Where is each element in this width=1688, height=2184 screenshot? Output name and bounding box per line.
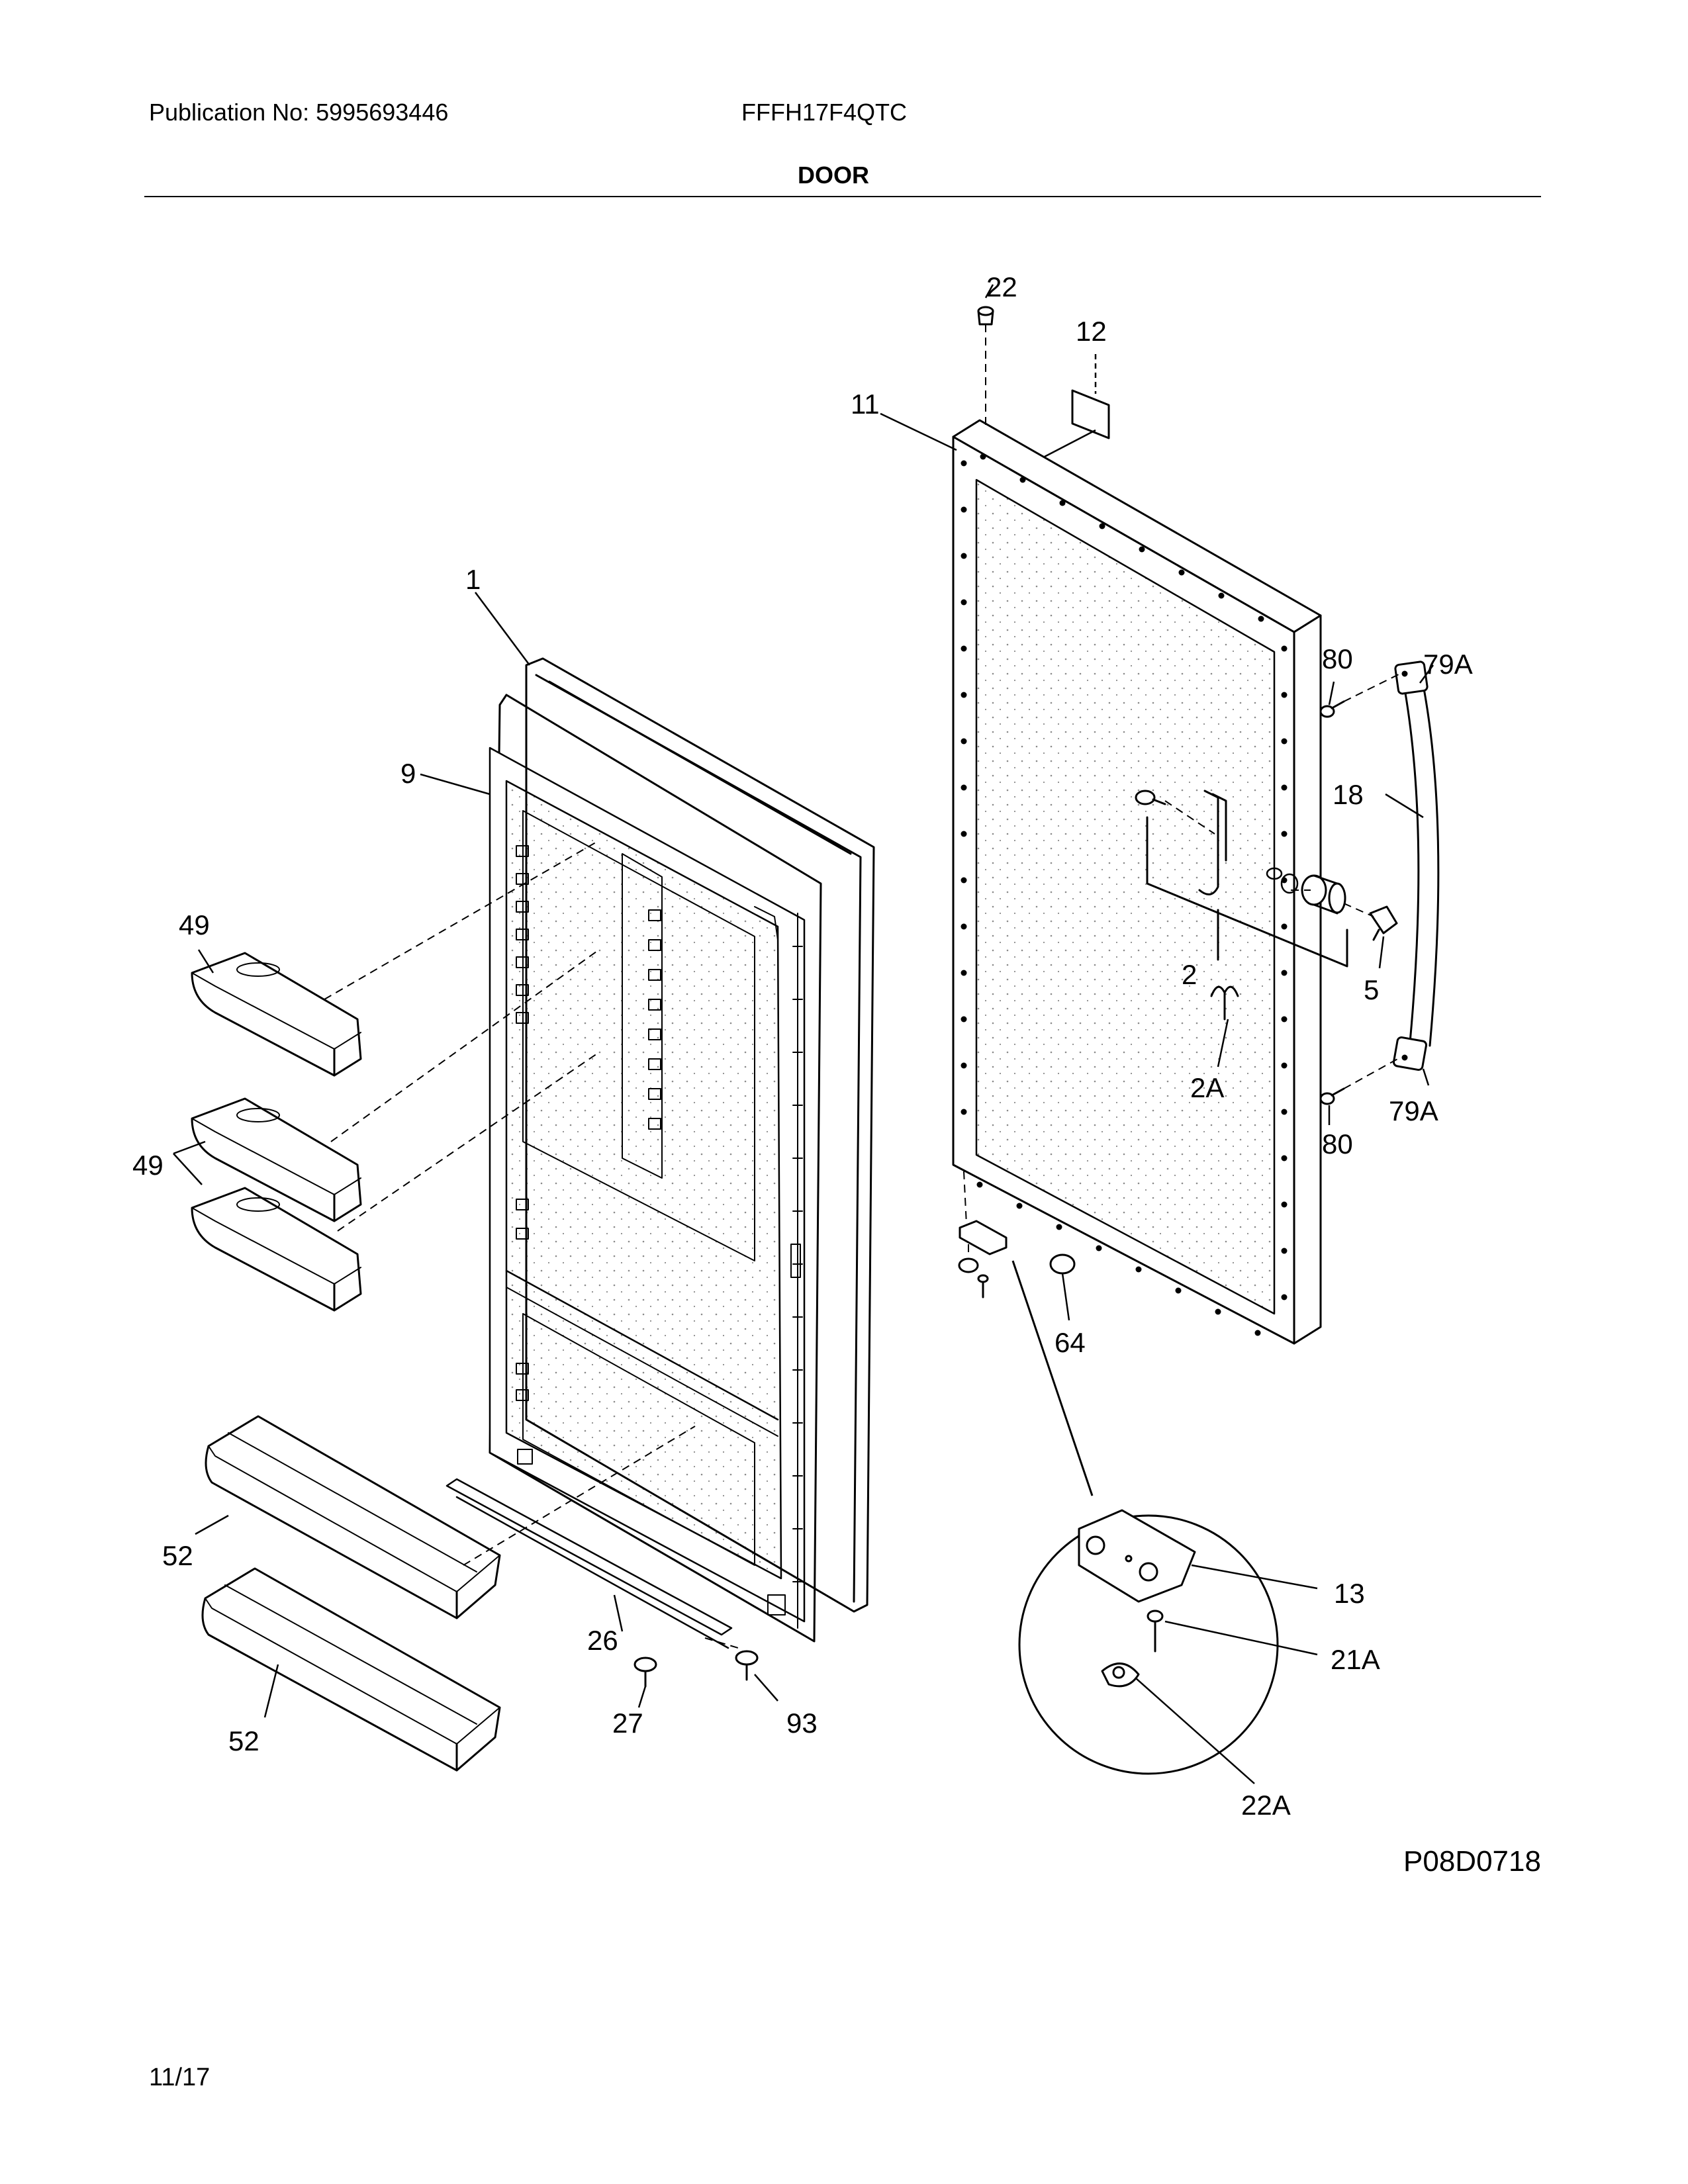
callout-12: 12 [1076, 316, 1107, 347]
door-handle [1392, 660, 1440, 1071]
screw-80-bottom [1319, 1087, 1345, 1105]
callout-93: 93 [786, 1707, 818, 1739]
door-liner [489, 694, 822, 1643]
callout-52-bottom: 52 [228, 1725, 259, 1756]
callout-1: 1 [465, 564, 481, 595]
screw-80-top [1319, 700, 1345, 718]
callout-9: 9 [400, 758, 416, 789]
callout-49-top: 49 [179, 909, 210, 940]
door-bin-49-mid [191, 1097, 362, 1222]
hinge-screw-small [977, 1274, 989, 1298]
hinge-detail-circle [1018, 1509, 1279, 1775]
callout-21A: 21A [1331, 1644, 1380, 1675]
publication-number: Publication No: 5995693446 [149, 99, 449, 126]
hinge-bushing-small [958, 1257, 979, 1273]
callout-13: 13 [1334, 1578, 1365, 1609]
door-gasket [525, 657, 875, 1613]
diagram-code: P08D0718 [1403, 1845, 1541, 1878]
callout-79A-bottom: 79A [1389, 1095, 1438, 1126]
callout-49-bottom: 49 [132, 1150, 164, 1181]
callout-2: 2 [1182, 959, 1197, 990]
label-12 [1071, 389, 1110, 439]
callout-5: 5 [1364, 974, 1379, 1005]
kick-strip [445, 1478, 733, 1649]
header-divider [144, 196, 1541, 197]
page-number: 11/17 [149, 2064, 211, 2091]
callout-26: 26 [587, 1625, 618, 1656]
washer-64 [1049, 1253, 1076, 1275]
screw-93 [735, 1650, 759, 1681]
hinge-plate-small [959, 1220, 1008, 1255]
model-number: FFFH17F4QTC [741, 99, 908, 126]
door-bin-52-top [205, 1415, 501, 1619]
screw-27 [633, 1657, 657, 1688]
lock-screw [1135, 790, 1166, 805]
callout-64: 64 [1055, 1327, 1086, 1358]
callout-79A-top: 79A [1423, 649, 1473, 680]
callout-80-bottom: 80 [1322, 1128, 1353, 1160]
callout-80-top: 80 [1322, 643, 1353, 674]
callout-22: 22 [986, 271, 1017, 302]
door-bin-52-bottom [201, 1567, 501, 1772]
callout-11: 11 [851, 388, 880, 420]
callout-18: 18 [1333, 779, 1364, 810]
door-panel [952, 419, 1322, 1345]
plug-22 [977, 306, 994, 326]
page-title: DOOR [798, 161, 869, 189]
callout-2A: 2A [1190, 1072, 1224, 1103]
lock-key [1369, 905, 1398, 941]
lock-hook [1198, 790, 1227, 895]
callout-52-top: 52 [162, 1540, 193, 1571]
callout-22A: 22A [1241, 1790, 1291, 1821]
lock-clip-2A [1210, 985, 1239, 1021]
door-bin-49-top [191, 952, 362, 1077]
callout-27: 27 [612, 1707, 643, 1739]
lock-cylinder [1301, 874, 1346, 915]
door-bin-49-bottom [191, 1187, 362, 1312]
